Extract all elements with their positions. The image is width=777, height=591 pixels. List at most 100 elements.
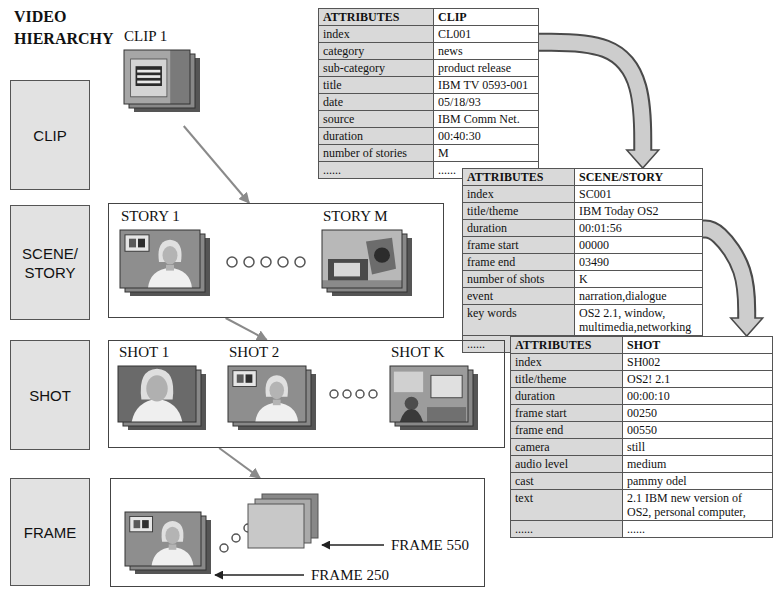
item-label: SHOT 2 (229, 344, 279, 361)
item-label: CLIP 1 (124, 28, 167, 45)
table-cell: pammy odel (623, 473, 773, 490)
cell-text: 2.1 IBM new version of OS2, personal com… (627, 491, 746, 519)
clip-thumbnail-stack (124, 50, 200, 112)
video-frame (120, 230, 200, 288)
table-cell: duration (319, 128, 434, 145)
table-cell: 00:01:56 (575, 220, 703, 237)
table-row: categorynews (319, 43, 539, 60)
dot (220, 544, 228, 552)
table-cell: duration (511, 388, 623, 405)
cell-text: frame end (467, 255, 515, 269)
dot (244, 257, 254, 267)
shot-thumbnail-stack (228, 366, 316, 430)
level-box: SCENE/ STORY (10, 205, 90, 320)
cell-text: 00:01:56 (579, 221, 622, 235)
table-row: date05/18/93 (319, 94, 539, 111)
table-cell: event (463, 288, 575, 305)
table-cell: index (319, 26, 434, 43)
table-cell: date (319, 94, 434, 111)
table-row: title/themeOS2! 2.1 (511, 371, 773, 388)
ellipsis-dots (330, 390, 377, 398)
table-row: indexSH002 (511, 354, 773, 371)
cell-text: category (323, 44, 364, 58)
attribute-grid: ATTRIBUTESCLIPindexCL001categorynewssub-… (318, 8, 539, 179)
frame-border (228, 366, 306, 422)
table-row: audio level medium (511, 456, 773, 473)
item-label: SHOT 1 (119, 344, 169, 361)
connector-arrow (219, 448, 260, 478)
table-cell: title (319, 77, 434, 94)
dot (343, 390, 351, 398)
cell-text: medium (627, 457, 666, 471)
table-row: index CL001 (319, 26, 539, 43)
table-row: camera still (511, 439, 773, 456)
cell-text: duration (515, 389, 555, 403)
table-row: indexSC001 (463, 186, 703, 203)
cell-text: title/theme (467, 204, 518, 218)
connector-arrow (184, 126, 249, 203)
clip-thumbnail: CLIP 1 (120, 26, 205, 126)
dot (330, 390, 338, 398)
cell-text: ATTRIBUTES (467, 170, 543, 184)
table-cell: SCENE/STORY (575, 169, 703, 186)
frame-border (118, 366, 196, 422)
table-cell: SH002 (623, 354, 773, 371)
table-cell: K (575, 271, 703, 288)
table-cell: ATTRIBUTES (463, 169, 575, 186)
cell-text: still (627, 440, 645, 454)
table-cell: frame start (463, 237, 575, 254)
level-name: SHOT (29, 386, 71, 405)
cell-text: camera (515, 440, 550, 454)
table-row: ATTRIBUTESSHOT (511, 337, 773, 354)
cell-text: CL001 (438, 27, 471, 41)
table-cell: CLIP (434, 9, 539, 26)
table-row: frame end00550 (511, 422, 773, 439)
video-frame (228, 366, 306, 422)
table-cell: ATTRIBUTES (511, 337, 623, 354)
table-row: title IBM TV 0593-001 (319, 77, 539, 94)
table-row: frame end03490 (463, 254, 703, 271)
table-row: sub-categoryproduct release (319, 60, 539, 77)
table-row: duration00:40:30 (319, 128, 539, 145)
cell-text: cast (515, 474, 534, 488)
table-cell: sub-category (319, 60, 434, 77)
frame-border (390, 366, 468, 422)
cell-text: index (323, 27, 350, 41)
table-cell: narration,dialogue (575, 288, 703, 305)
cell-text: pammy odel (627, 474, 687, 488)
table-row: duration00:01:56 (463, 220, 703, 237)
cell-text: ...... (515, 522, 533, 536)
cell-text: CLIP (438, 10, 467, 24)
cell-text: frame end (515, 423, 563, 437)
table-row: frame start00000 (463, 237, 703, 254)
connector-arrow (703, 229, 763, 336)
table-row: sourceIBM Comm Net. (319, 111, 539, 128)
dot (356, 390, 364, 398)
cell-text: number of stories (323, 146, 407, 160)
table-cell: number of shots (463, 271, 575, 288)
table-row: number of shotsK (463, 271, 703, 288)
video-frame (390, 366, 468, 422)
cell-text: 00250 (627, 406, 657, 420)
connector-arrow (226, 318, 267, 340)
level-strip: FRAME 550FRAME 250 (110, 478, 485, 587)
table-cell: frame start (511, 405, 623, 422)
cell-text: sub-category (323, 61, 385, 75)
cell-text: ...... (323, 163, 341, 177)
cell-text: ATTRIBUTES (515, 338, 591, 352)
table-row: ATTRIBUTES SCENE/STORY (463, 169, 703, 186)
cell-text: duration (323, 129, 363, 143)
cell-text: IBM TV 0593-001 (438, 78, 528, 92)
dot (369, 390, 377, 398)
level-box: FRAME (10, 478, 90, 586)
table-cell: IBM TV 0593-001 (434, 77, 539, 94)
level-name: FRAME (24, 523, 77, 542)
title-holder: VIDEO HIERARCHY (14, 6, 124, 50)
video-frame (322, 230, 402, 288)
dot (232, 534, 240, 542)
shot-thumbnail-stack (390, 366, 478, 430)
story-thumbnail-stack (120, 230, 210, 296)
table-cell: audio level (511, 456, 623, 473)
table-cell: 00000 (575, 237, 703, 254)
table-cell: index (511, 354, 623, 371)
